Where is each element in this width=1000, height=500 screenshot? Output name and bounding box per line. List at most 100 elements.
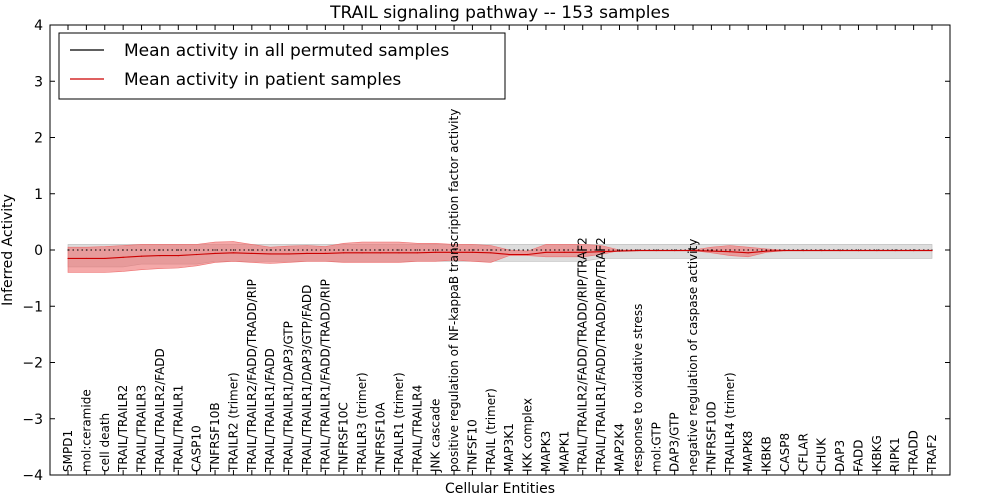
x-tick-label: negative regulation of caspase activity	[686, 239, 700, 472]
x-tick-label: TRAIL/TRAILR1	[171, 385, 185, 473]
legend-label-patient: Mean activity in patient samples	[124, 70, 401, 90]
data-point	[324, 252, 326, 254]
x-axis-label: Cellular Entities	[445, 481, 555, 497]
y-tick-label: 4	[34, 18, 43, 34]
data-point	[563, 249, 565, 251]
x-tick-label: TRAILR2 (trimer)	[226, 372, 240, 473]
x-tick-label: CASP8	[778, 433, 792, 472]
x-tick-label: IKBKB	[760, 436, 774, 472]
data-point	[251, 249, 253, 251]
x-tick-label: IKBKG	[870, 435, 884, 472]
data-point	[122, 249, 124, 251]
chart-title: TRAIL signaling pathway -- 153 samples	[329, 3, 670, 23]
x-tick-label: TRAIL/TRAILR2/FADD	[153, 348, 167, 473]
y-tick-label: 3	[34, 74, 43, 90]
data-point	[85, 249, 87, 251]
data-point	[159, 255, 161, 257]
data-point	[269, 253, 271, 255]
data-point	[232, 252, 235, 254]
x-tick-label: TRAIL/TRAILR2/FADD/TRADD/RIP	[245, 279, 259, 473]
data-point	[545, 251, 547, 253]
x-tick-label: mol:GTP	[649, 422, 663, 472]
data-point	[85, 257, 87, 260]
data-point	[379, 249, 382, 251]
x-tick-label: MAP2K4	[613, 423, 627, 472]
y-tick-label: 2	[34, 131, 43, 147]
data-point	[343, 252, 345, 254]
data-point	[876, 249, 878, 252]
data-point	[324, 249, 326, 251]
x-tick-label: positive regulation of NF-kappaB transcr…	[447, 109, 461, 472]
x-tick-label: TNFSF10	[465, 419, 479, 473]
data-point	[747, 252, 749, 254]
x-tick-label: TNFRSF10C	[337, 402, 351, 473]
data-point	[600, 251, 602, 253]
x-tick-label: CHUK	[815, 437, 829, 472]
x-tick-label: RIPK1	[888, 437, 902, 472]
x-tick-label: TRAILR1 (trimer)	[392, 372, 406, 473]
data-point	[196, 253, 198, 256]
y-tick-label: −2	[22, 356, 43, 372]
data-point	[67, 257, 69, 260]
data-point	[692, 249, 694, 252]
legend-label-permuted: Mean activity in all permuted samples	[124, 41, 449, 61]
data-point	[140, 249, 143, 251]
x-tick-label: TRAIL/TRAILR1/DAP3/GTP	[282, 321, 296, 473]
data-point	[361, 249, 363, 251]
data-point	[416, 252, 418, 254]
x-tick-label: SMPD1	[61, 430, 75, 472]
data-point	[453, 249, 455, 251]
y-axis-label: Inferred Activity	[0, 194, 16, 306]
data-point	[214, 252, 216, 254]
x-tick-label: TRAIL/TRAILR3	[135, 385, 149, 473]
x-tick-label: TRAIL/TRAILR1/DAP3/GTP/FADD	[300, 285, 314, 473]
y-tick-label: 1	[34, 187, 43, 203]
x-tick-label: mol:ceramide	[79, 389, 93, 472]
data-point	[104, 249, 106, 251]
x-tick-label: IKK complex	[521, 398, 535, 472]
x-tick-label: TRAIL/TRAILR4	[410, 385, 424, 473]
x-tick-label: TRAIL/TRAILR1/FADD/TRADD/RIP/TRAF2	[594, 237, 608, 473]
data-point	[177, 255, 179, 257]
data-point	[214, 249, 216, 251]
x-tick-label: TRAILR4 (trimer)	[723, 372, 737, 473]
x-tick-label: DAP3	[833, 440, 847, 472]
data-point	[490, 252, 492, 254]
data-point	[398, 249, 400, 251]
data-point	[582, 251, 584, 253]
data-point	[765, 249, 768, 251]
data-point	[508, 249, 510, 251]
data-point	[710, 250, 713, 252]
y-tick-label: −1	[22, 299, 43, 315]
x-tick-label: CASP10	[190, 425, 204, 472]
x-tick-label: TRAIL/TRAILR1/FADD	[263, 348, 277, 473]
data-point	[674, 249, 676, 252]
data-point	[287, 253, 290, 255]
data-point	[122, 256, 124, 258]
data-point	[637, 249, 639, 252]
data-point	[894, 249, 896, 252]
x-tick-label: MAP3K1	[502, 423, 516, 472]
data-point	[600, 249, 602, 251]
data-point	[526, 253, 529, 256]
data-point	[618, 250, 621, 252]
data-point	[821, 249, 823, 252]
data-point	[839, 249, 841, 252]
data-point	[471, 251, 474, 253]
x-tick-label: TRAIL/TRAILR2/FADD/TRADD/RIP/TRAF2	[576, 237, 590, 473]
x-tick-label: TRADD	[907, 430, 921, 473]
x-tick-label: cell death	[98, 413, 112, 472]
y-tick-label: −4	[22, 468, 43, 484]
data-point	[618, 249, 621, 251]
data-point	[471, 249, 474, 251]
x-tick-label: MAPK3	[539, 431, 553, 472]
data-point	[490, 249, 492, 251]
x-tick-label: TRAIL/TRAILR1/FADD/TRADD/RIP	[318, 279, 332, 473]
x-tick-label: JNK cascade	[429, 399, 443, 473]
data-point	[857, 249, 860, 252]
data-point	[453, 251, 455, 253]
data-point	[435, 251, 437, 253]
data-point	[655, 249, 657, 252]
x-tick-label: MAPK8	[741, 431, 755, 472]
